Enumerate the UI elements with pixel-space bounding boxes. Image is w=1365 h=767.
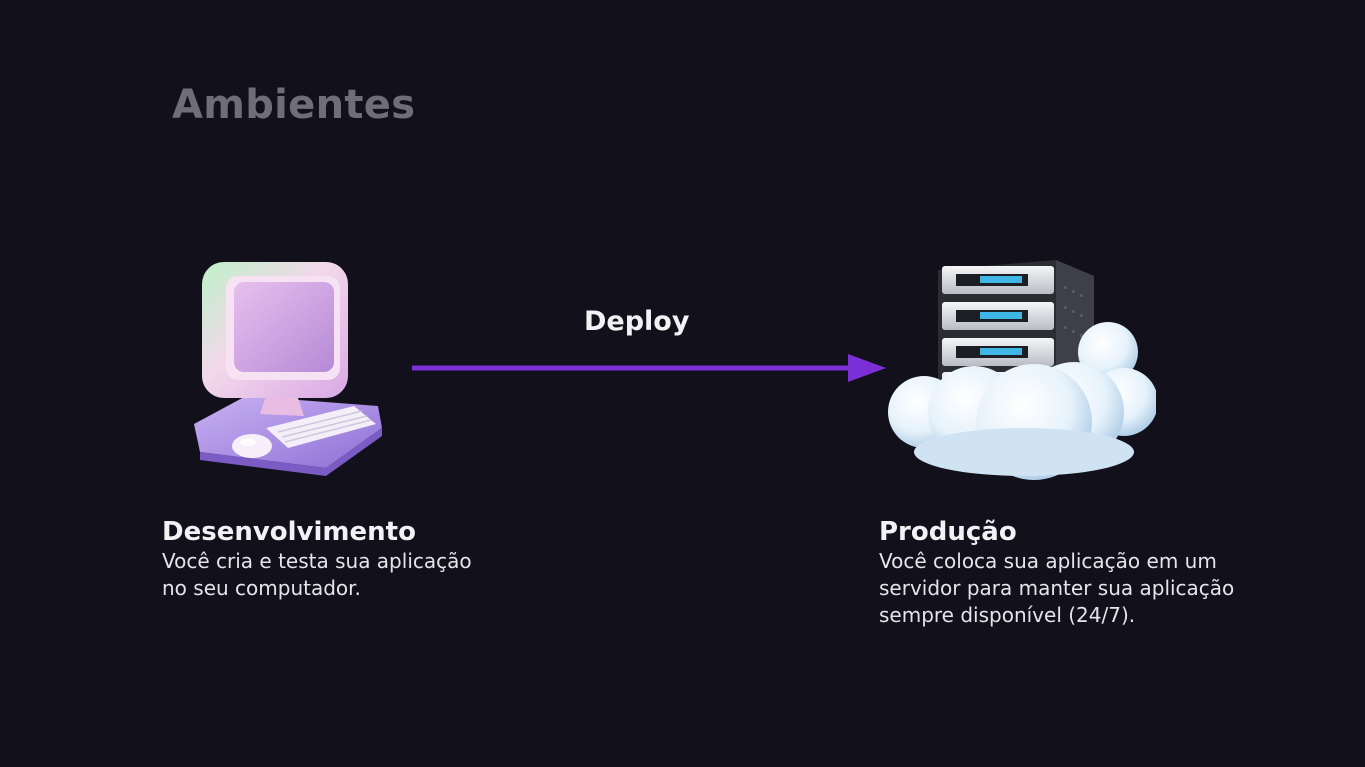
development-description-line: no seu computador. [162, 576, 361, 600]
development-description-line: Você cria e testa sua aplicação [162, 549, 472, 573]
computer-icon [194, 262, 382, 476]
production-description-line: Você coloca sua aplicação em um [879, 549, 1217, 573]
production-block: Produção Você coloca sua aplicação em um… [879, 516, 1279, 629]
deploy-label: Deploy [584, 306, 690, 337]
development-heading: Desenvolvimento [162, 517, 416, 547]
production-heading: Produção [879, 517, 1017, 547]
development-block: Desenvolvimento Você cria e testa sua ap… [162, 516, 522, 602]
deploy-arrow [412, 354, 886, 382]
slide-title: Ambientes [172, 82, 416, 128]
cloud-server-icon [888, 260, 1156, 480]
production-description-line: sempre disponível (24/7). [879, 603, 1136, 627]
production-description-line: servidor para manter sua aplicação [879, 576, 1235, 600]
